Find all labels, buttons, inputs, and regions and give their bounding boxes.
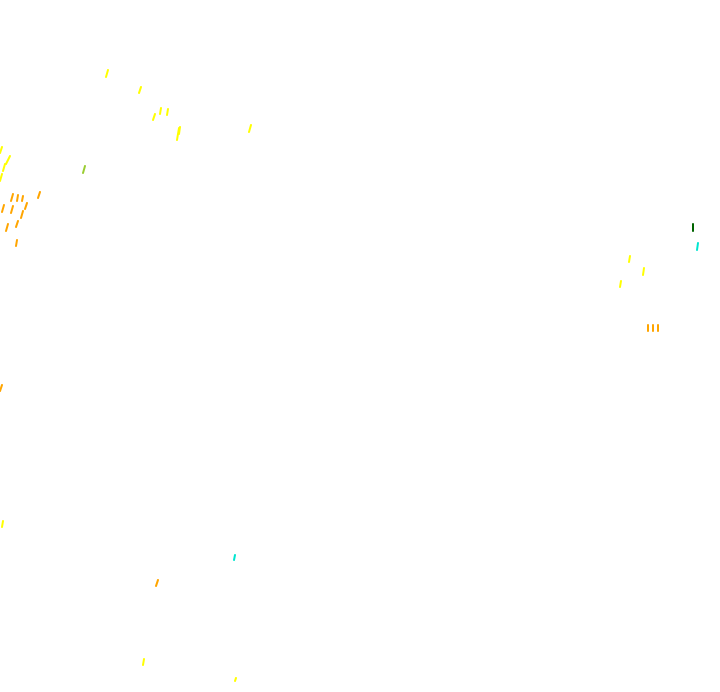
stray-mark-orange <box>20 210 24 219</box>
stray-mark-orange <box>5 223 9 232</box>
stray-mark-yellow <box>5 155 11 165</box>
stray-mark-orange <box>21 195 24 202</box>
stray-mark-yellow <box>152 113 156 121</box>
stray-mark-yellow <box>2 163 6 172</box>
stray-mark-yellow <box>628 255 631 263</box>
stray-mark-orange <box>15 239 18 247</box>
stray-mark-cyan <box>696 242 699 251</box>
stray-mark-orange <box>0 384 3 392</box>
stray-mark-orange <box>16 194 19 202</box>
stray-mark-yellow <box>138 86 142 94</box>
stray-mark-yellow <box>105 69 109 78</box>
stray-mark-yellow <box>178 126 181 135</box>
stray-mark-yellow <box>0 173 3 182</box>
stray-mark-cyan <box>233 554 236 561</box>
stray-mark-yellow <box>0 146 3 154</box>
stray-mark-orange <box>1 204 5 213</box>
stray-mark-orange <box>15 220 19 228</box>
stray-mark-yellow <box>166 108 169 116</box>
stray-mark-yellow <box>619 280 622 288</box>
stray-mark-yellow <box>234 677 237 682</box>
stray-mark-yellow <box>248 124 252 133</box>
stray-mark-yellow <box>142 658 145 666</box>
stray-mark-orange <box>24 202 28 210</box>
stray-mark-orange <box>37 191 41 199</box>
stray-mark-yellow <box>159 107 162 115</box>
stray-mark-orange <box>10 193 14 202</box>
stray-mark-orange <box>155 579 159 587</box>
stray-mark-yellow <box>1 520 4 528</box>
stray-mark-olive <box>82 165 86 174</box>
stray-mark-yellow <box>642 267 645 276</box>
stray-mark-orange <box>10 205 14 214</box>
